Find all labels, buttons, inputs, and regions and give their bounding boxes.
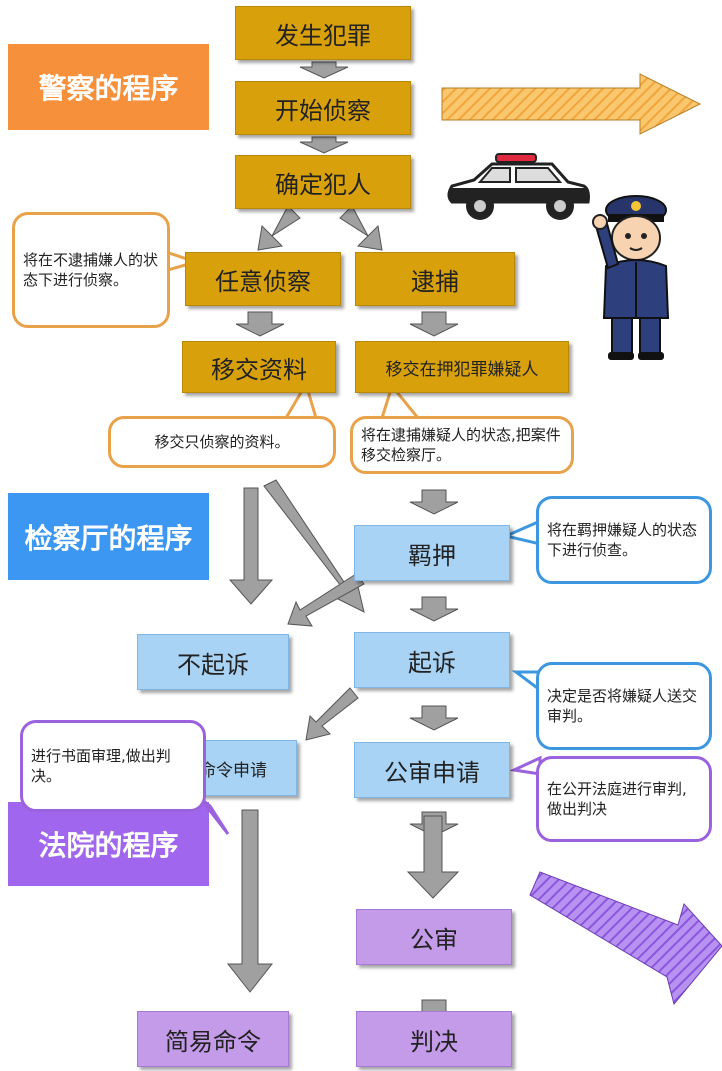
bubble-written-trial-note: 进行书面审理,做出判决。	[20, 720, 206, 812]
node-no-prosecution: 不起诉	[137, 634, 289, 690]
bubble-prosecution-note: 决定是否将嫌疑人送交审判。	[536, 662, 712, 750]
arrow-documents-to-no-prosecution	[228, 487, 274, 605]
arrow-prosecution-to-trial-request	[409, 705, 459, 731]
stage-label-court: 法院的程序	[8, 802, 209, 886]
node-transfer-documents: 移交资料	[182, 341, 336, 393]
arrow-identify-to-arrest	[339, 205, 383, 251]
node-trial-request: 公审申请	[354, 742, 510, 798]
arrow-detention-to-prosecution	[409, 596, 459, 622]
node-crime: 发生犯罪	[235, 6, 411, 60]
node-transfer-suspect: 移交在押犯罪嫌疑人	[355, 341, 569, 393]
arrow-arrest-to-suspect	[409, 311, 459, 337]
court-direction-arrow	[529, 871, 722, 1006]
bubble-suspect-note: 将在逮捕嫌疑人的状态,把案件移交检察厅。	[350, 416, 574, 474]
arrow-prosecution-to-no-prosecution	[287, 573, 365, 627]
node-judgment: 判决	[356, 1011, 512, 1067]
node-arrest: 逮捕	[355, 252, 515, 306]
bubble-detention-note: 将在羁押嫌疑人的状态下进行侦查。	[536, 496, 712, 584]
node-summary-order: 简易命令	[137, 1011, 289, 1067]
node-prosecution: 起诉	[354, 632, 510, 688]
arrow-prosecution-to-summary-request	[305, 687, 359, 741]
bubble-documents-note: 移交只侦察的资料。	[108, 416, 336, 468]
arrow-suspect-to-detention	[409, 489, 459, 515]
stage-label-police: 警察的程序	[8, 44, 209, 130]
arrow-identify-to-voluntary	[257, 205, 301, 251]
bubble-voluntary-note: 将在不逮捕嫌人的状态下进行侦察。	[12, 212, 170, 328]
arrow-summary-request-to-summary-order	[226, 809, 274, 993]
police-direction-arrow	[441, 73, 702, 135]
police-officer-icon	[592, 195, 670, 360]
node-voluntary-investigation: 任意侦察	[185, 252, 341, 306]
node-trial: 公审	[356, 909, 512, 965]
arrow-start-to-identify	[299, 136, 349, 154]
node-start-investigation: 开始侦察	[235, 81, 411, 135]
arrow-crime-to-start	[299, 61, 349, 79]
bubble-public-trial-note: 在公开法庭进行审判,做出判决	[536, 756, 712, 842]
police-car-icon	[447, 153, 590, 220]
node-identify-criminal: 确定犯人	[235, 155, 411, 209]
stage-label-prosecutor: 检察厅的程序	[8, 493, 209, 580]
arrow-trial-request-to-trial	[406, 815, 460, 899]
arrow-voluntary-to-documents	[235, 311, 285, 337]
node-detention: 羁押	[354, 525, 510, 581]
